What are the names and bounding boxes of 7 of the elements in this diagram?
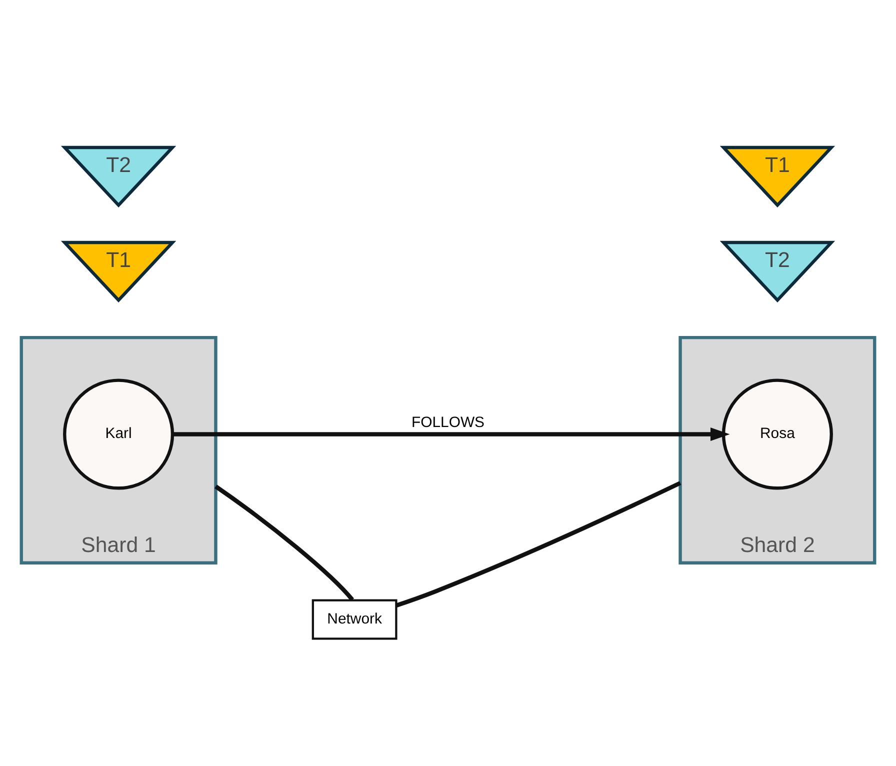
connector	[396, 480, 682, 607]
edge-label: FOLLOWS	[411, 413, 485, 430]
node-box: Network	[312, 598, 398, 640]
arrow	[172, 426, 730, 440]
node-circle: Karl	[63, 378, 174, 490]
node-circle: Rosa	[722, 378, 833, 490]
connector	[214, 484, 354, 601]
